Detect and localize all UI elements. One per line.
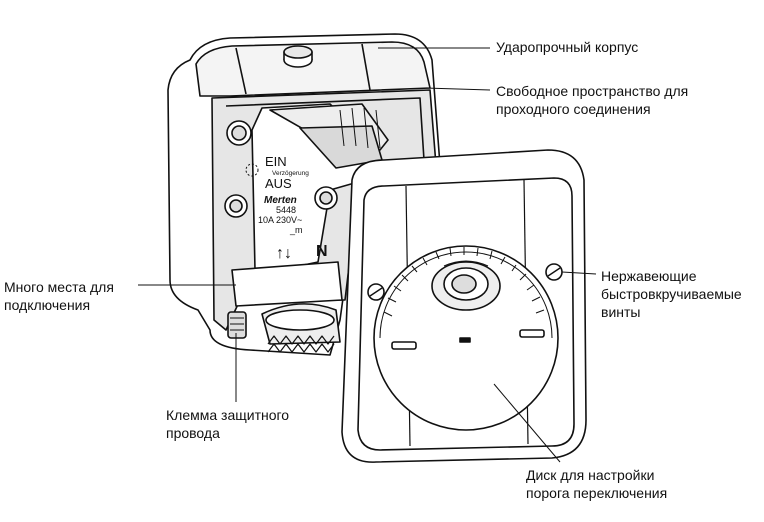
terminal-block: [231, 261, 343, 307]
label-housing: Ударопрочный корпус: [496, 39, 639, 55]
marking-aus: AUS: [265, 176, 292, 191]
marking-ein: EIN: [265, 154, 287, 169]
housing-top: [195, 41, 431, 97]
label-screws: Нержавеющие быстровкручиваемые винты: [601, 268, 742, 320]
marking-brand: Merten: [264, 195, 297, 206]
leader-screws: [561, 271, 597, 275]
ground-terminal: [227, 311, 247, 339]
marking-verzoegerung: Verzögerung: [272, 170, 309, 177]
marking-rating-sub: _m: [289, 225, 303, 235]
label-connection-space: Много места для подключения: [4, 279, 114, 313]
label-dial: Диск для настройки порога переключения: [526, 467, 668, 501]
dial-ticks: [383, 247, 545, 317]
label-free-space: Свободное пространство для проходного со…: [496, 83, 689, 117]
leader-dial: [493, 383, 561, 463]
label-ground-terminal: Клемма защитного провода: [166, 407, 290, 441]
leader-free-space: [424, 87, 491, 91]
marking-arrows: ↑↓: [276, 245, 292, 262]
marking-neutral: N: [316, 243, 328, 260]
marking-rating: 10A 230V~: [258, 215, 302, 225]
marking-model: 5448: [276, 205, 296, 215]
